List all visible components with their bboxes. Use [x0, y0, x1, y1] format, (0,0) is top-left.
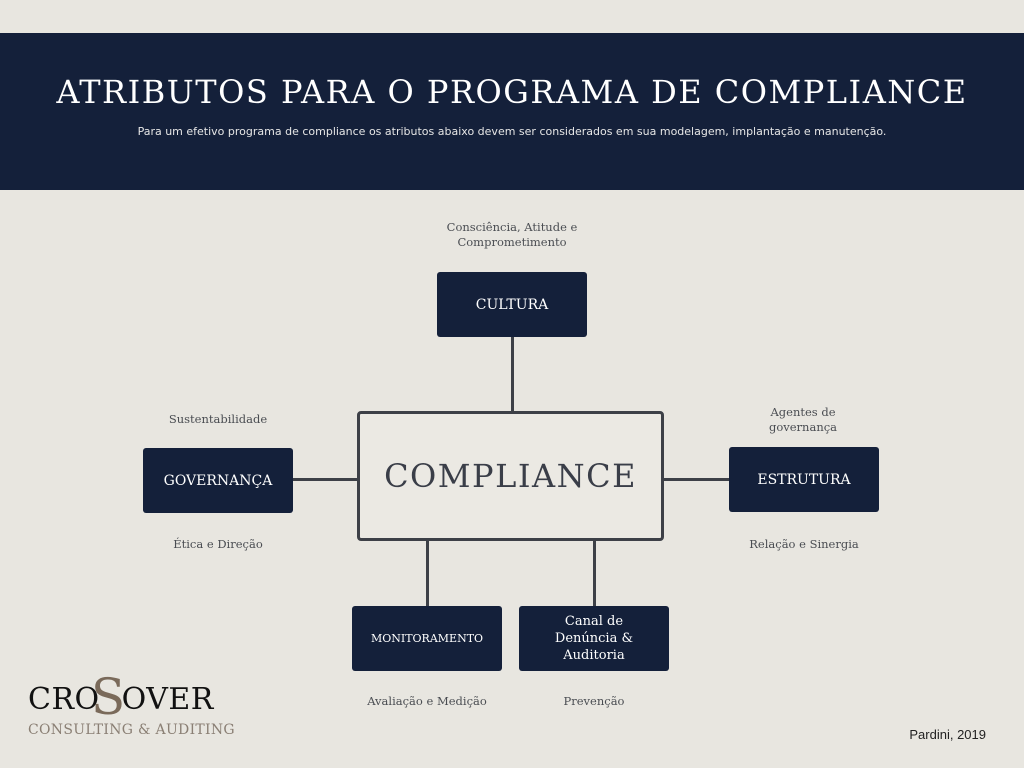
connector-monitoramento: [426, 540, 429, 607]
note-estrutura-bottom: Relação e Sinergia: [749, 537, 859, 551]
connector-governanca: [292, 478, 358, 481]
node-canal: Canal de Denúncia & Auditoria: [519, 606, 669, 671]
node-monitoramento: MONITORAMENTO: [352, 606, 502, 671]
logo-name-right: OVER: [121, 682, 214, 717]
logo-wordmark: CRO OVER: [28, 682, 214, 717]
node-estrutura: ESTRUTURA: [729, 447, 879, 512]
connector-canal: [593, 540, 596, 607]
connector-cultura: [511, 336, 514, 412]
note-canal: Prevenção: [563, 694, 625, 708]
page-title: ATRIBUTOS PARA O PROGRAMA DE COMPLIANCE: [56, 73, 968, 111]
note-cultura: Consciência, Atitude e Comprometimento: [446, 220, 578, 249]
logo-s-mark: S: [91, 668, 126, 726]
note-estrutura-top: Agentes de governança: [768, 405, 838, 434]
logo-name-left: CRO: [28, 682, 100, 717]
note-governanca-top: Sustentabilidade: [168, 412, 268, 426]
note-governanca-bottom: Ética e Direção: [173, 537, 263, 551]
compliance-center-box: COMPLIANCE: [357, 411, 664, 541]
node-cultura: CULTURA: [437, 272, 587, 337]
credit-text: Pardini, 2019: [909, 727, 986, 742]
note-monitoramento: Avaliação e Medição: [367, 694, 487, 708]
node-governanca: GOVERNANÇA: [143, 448, 293, 513]
connector-estrutura: [663, 478, 729, 481]
page-subtitle: Para um efetivo programa de compliance o…: [137, 125, 887, 138]
header-banner: [0, 33, 1024, 190]
logo-tagline: CONSULTING & AUDITING: [28, 722, 235, 738]
